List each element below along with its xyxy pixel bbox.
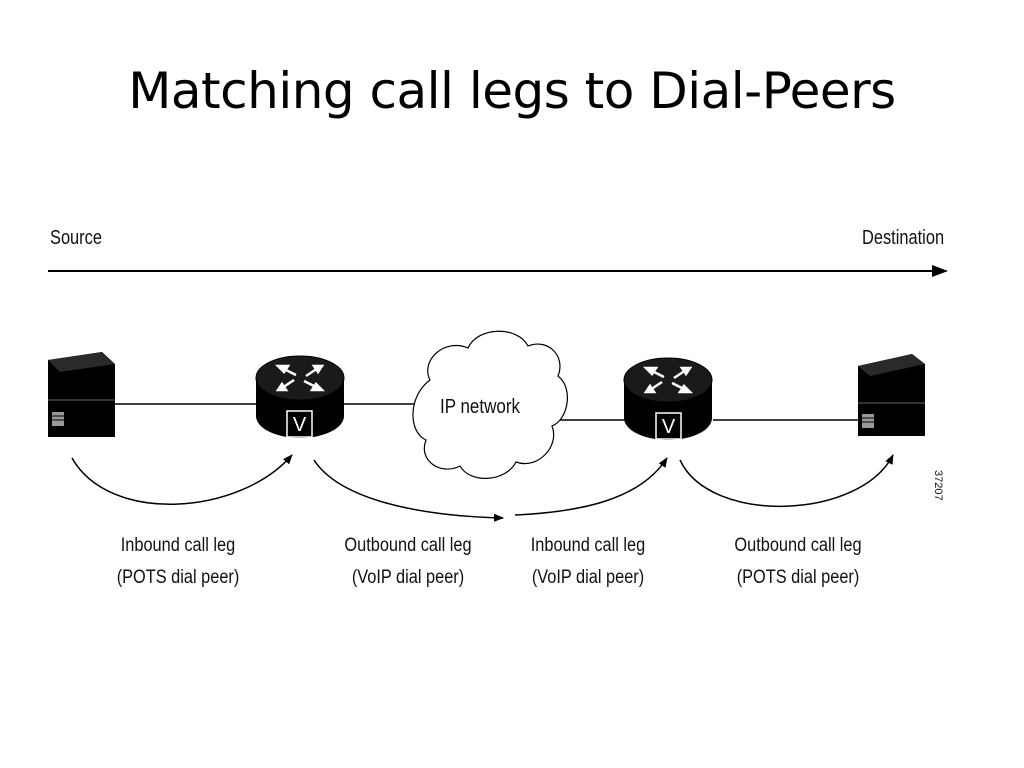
leg-label-4: Outbound call leg (POTS dial peer) — [712, 530, 884, 594]
leg-4-line1: Outbound call leg — [734, 535, 862, 556]
outbound-voip-arrow — [313, 459, 504, 522]
leg-3-line2: (VoIP dial peer) — [531, 567, 645, 588]
inbound-pots-arrow — [71, 454, 293, 505]
leg-label-2: Outbound call leg (VoIP dial peer) — [322, 530, 494, 594]
leg-label-3: Inbound call leg (VoIP dial peer) — [502, 530, 674, 594]
leg-2-line1: Outbound call leg — [344, 535, 472, 556]
router-badge-left: V — [293, 414, 307, 436]
destination-switch-icon — [858, 354, 925, 436]
leg-1-line1: Inbound call leg — [120, 535, 236, 556]
destination-label: Destination — [861, 227, 944, 249]
figure-id: 37207 — [932, 470, 944, 501]
router-badge-right: V — [662, 416, 676, 438]
leg-1-line2: (POTS dial peer) — [116, 567, 240, 588]
leg-label-1: Inbound call leg (POTS dial peer) — [92, 530, 264, 594]
voice-router-icon-right: V — [623, 357, 713, 440]
inbound-voip-arrow — [514, 457, 668, 516]
slide-title: Matching call legs to Dial-Peers — [128, 62, 896, 120]
ip-network-cloud — [412, 330, 568, 479]
source-switch-icon — [48, 352, 115, 437]
source-label: Source — [50, 227, 102, 249]
leg-2-line2: (VoIP dial peer) — [351, 567, 465, 588]
leg-3-line1: Inbound call leg — [530, 535, 646, 556]
leg-4-line2: (POTS dial peer) — [736, 567, 860, 588]
ip-network-label: IP network — [439, 396, 521, 418]
voice-router-icon-left: V — [255, 355, 345, 438]
outbound-pots-arrow — [679, 454, 894, 507]
